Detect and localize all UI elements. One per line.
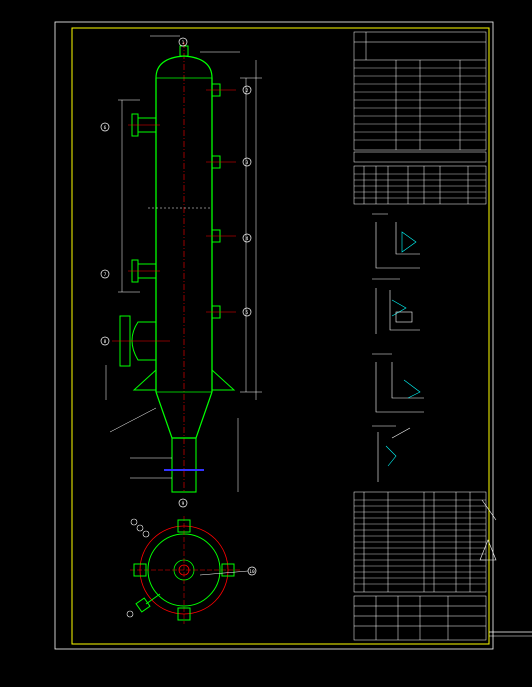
right-nozzle-centerlines: [206, 89, 236, 313]
balloon-6: [100, 122, 110, 132]
balloon-number: 2: [246, 88, 249, 94]
revision-triangle: [479, 499, 497, 561]
support-lug-left: [132, 368, 157, 391]
parts-rows: [354, 499, 486, 585]
balloon-1: [178, 37, 188, 47]
vessel-elevation[interactable]: [112, 42, 236, 493]
balloon-number: 10: [249, 569, 255, 575]
plan-balloons: [126, 518, 150, 618]
balloon-numbers: 1 2 3 4 5 6 7 8 9 10: [104, 40, 255, 575]
title-block: [353, 595, 487, 641]
nozzle-table: [353, 165, 487, 205]
balloon-number: 4: [246, 236, 249, 242]
balloon-number: 5: [246, 310, 249, 316]
left-nozzle-lower: [128, 259, 160, 283]
balloon-number: 8: [104, 339, 107, 345]
balloon-number: 9: [182, 501, 185, 507]
plan-nozzle-diag: [145, 593, 161, 605]
detail-d: [377, 427, 411, 482]
balloon-9: [178, 498, 188, 508]
detail-c: [375, 362, 424, 413]
nozzle-rows: [354, 173, 486, 199]
balloon-4: [242, 233, 252, 243]
balloon-number: 6: [104, 125, 107, 131]
detail-b: [375, 288, 420, 334]
balloon-2: [242, 85, 252, 95]
right-nozzles: [211, 83, 221, 319]
plan-view[interactable]: [126, 516, 249, 624]
callout-balloons[interactable]: [100, 37, 257, 576]
spec-rows: [354, 67, 486, 141]
balloon-7: [100, 269, 110, 279]
left-nozzle-upper: [128, 113, 160, 137]
balloon-number: 1: [182, 40, 185, 46]
spec-table: [353, 31, 487, 163]
plan-nozzle-flange: [135, 597, 151, 613]
sheet-border: [54, 21, 494, 650]
detail-a: [375, 222, 420, 269]
balloon-number: 3: [246, 160, 249, 166]
detail-title-underlines: [372, 213, 400, 427]
plan-lugs: [133, 519, 235, 621]
balloon-8: [100, 336, 110, 346]
balloon-number: 7: [104, 272, 107, 278]
dimension-lines: [105, 35, 262, 492]
plan-leader: [199, 570, 249, 576]
balloon-3: [242, 157, 252, 167]
detail-views[interactable]: [375, 222, 424, 482]
bottom-outlet: [171, 437, 197, 493]
support-lug-right: [211, 368, 236, 391]
drawing-frame: [71, 27, 490, 645]
side-manway: [112, 315, 170, 367]
balloon-5: [242, 307, 252, 317]
